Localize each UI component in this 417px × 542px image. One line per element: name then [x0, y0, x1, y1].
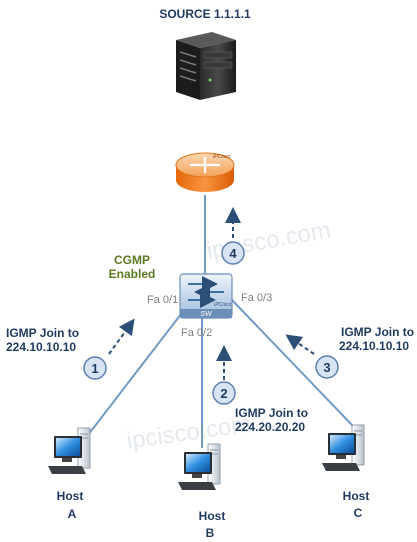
switch-brand: IPCisco — [214, 302, 231, 308]
step-1-arrow — [108, 318, 135, 355]
step-4-number: 4 — [229, 246, 237, 261]
host-c-label-line2: C — [354, 506, 363, 520]
host-b-computer-icon — [178, 443, 221, 490]
host-c-label-line1: Host — [343, 489, 370, 503]
step-1-text-line1: IGMP Join to — [6, 326, 79, 340]
port-label-fa02: Fa 0/2 — [181, 327, 212, 339]
step-3: IGMP Join to 224.10.10.10 3 — [285, 325, 414, 379]
switch-icon: SW IPCisco — [179, 273, 233, 319]
step-4: 4 — [221, 207, 245, 265]
port-label-fa03: Fa 0/3 — [241, 292, 272, 304]
step-2: 2 IGMP Join to 224.20.20.20 — [212, 345, 308, 434]
host-b-label-line2: B — [206, 526, 215, 540]
host-a-label-line1: Host — [57, 489, 84, 503]
step-3-circle — [315, 355, 339, 379]
step-4-circle — [221, 241, 245, 265]
step-3-text-line1: IGMP Join to — [341, 325, 414, 339]
step-1: IGMP Join to 224.10.10.10 1 — [6, 318, 135, 380]
switch-tag: SW — [200, 311, 213, 318]
router-brand: IPCisco — [213, 154, 230, 160]
network-links — [87, 195, 353, 448]
watermark-lower: ipcisco.com — [125, 410, 253, 454]
step-1-number: 1 — [91, 361, 98, 376]
step-2-text-line1: IGMP Join to — [235, 406, 308, 420]
cgmp-label-line2: Enabled — [109, 267, 156, 281]
step-1-circle — [83, 356, 107, 380]
step-3-arrow — [285, 334, 315, 355]
step-3-number: 3 — [323, 360, 330, 375]
host-b-label-line1: Host — [199, 509, 226, 523]
step-2-circle — [212, 381, 236, 405]
step-2-text-line2: 224.20.20.20 — [235, 420, 305, 434]
source-label: SOURCE 1.1.1.1 — [159, 7, 251, 21]
host-c-computer-icon — [322, 424, 365, 471]
router-icon: IPCisco — [175, 152, 235, 192]
step-2-number: 2 — [220, 386, 227, 401]
source-server-icon — [176, 32, 236, 100]
host-a-label-line2: A — [68, 507, 77, 521]
step-1-text-line2: 224.10.10.10 — [6, 340, 76, 354]
link-switch-host-a — [87, 304, 189, 436]
port-label-fa01: Fa 0/1 — [147, 294, 178, 306]
host-a-computer-icon — [48, 427, 91, 474]
cgmp-label-line1: CGMP — [114, 253, 150, 267]
link-switch-host-c — [231, 299, 353, 426]
step-3-text-line2: 224.10.10.10 — [339, 339, 409, 353]
